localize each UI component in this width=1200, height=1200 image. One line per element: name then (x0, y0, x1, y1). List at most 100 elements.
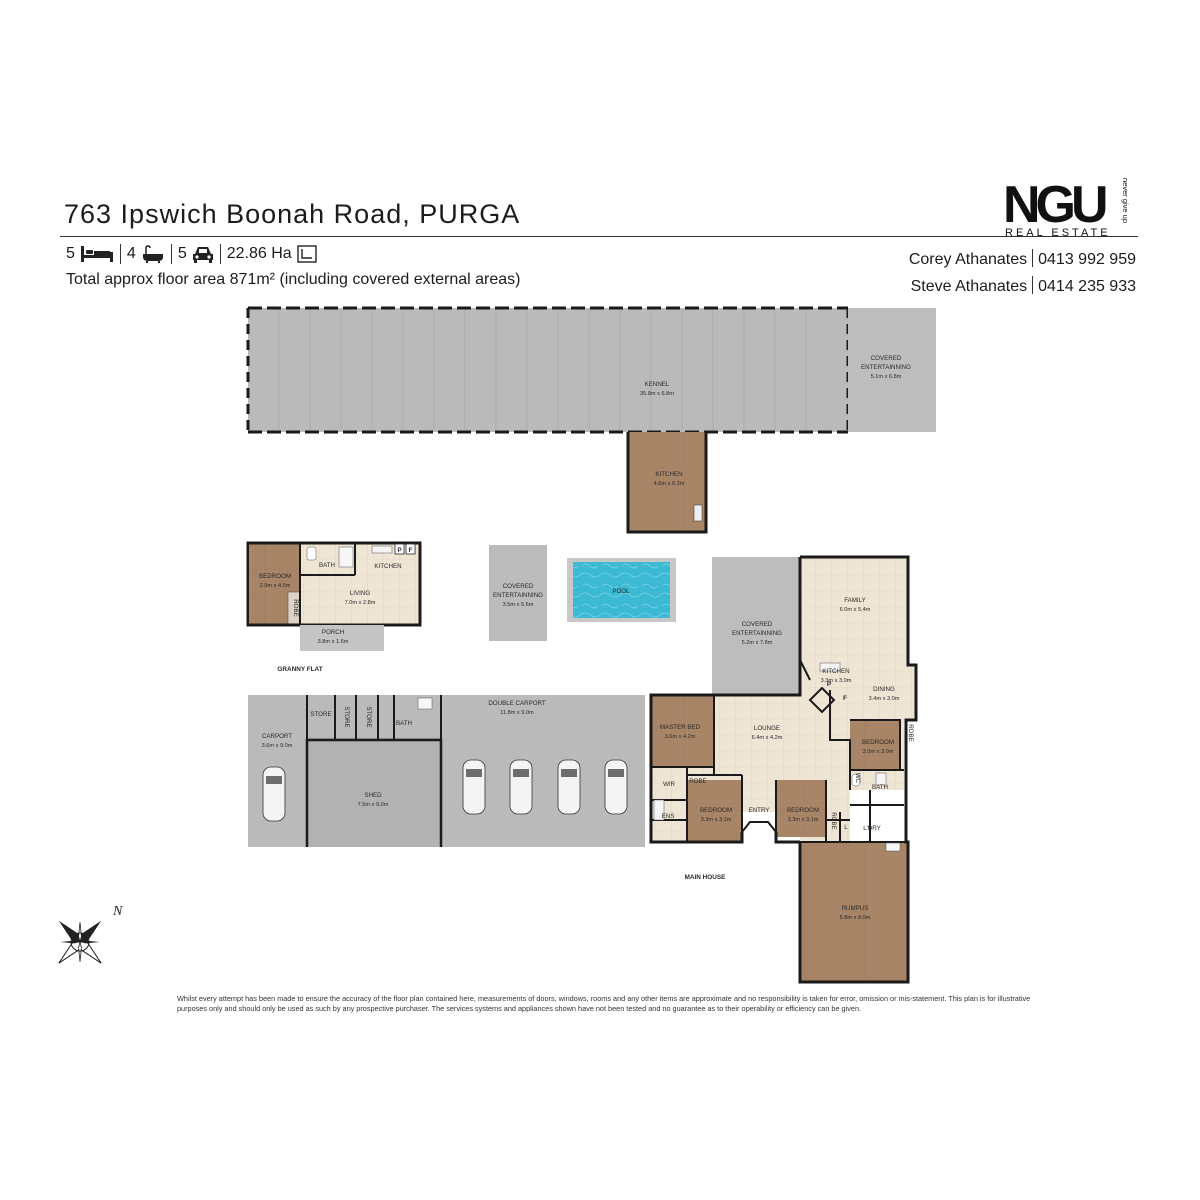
car-icon (509, 759, 533, 815)
logo-tagline: never give up (1121, 178, 1130, 223)
gf-kitchen-label: KITCHEN (374, 563, 401, 570)
gf-pantry-label: P (397, 547, 402, 554)
covered-entertaining-2: COVERED ENTERTAINNING 3.5m x 5.6m (489, 545, 547, 641)
covered-ent-2-label: COVERED (503, 583, 534, 590)
shed-bath-label: BATH (396, 720, 412, 727)
baths-count: 4 (126, 245, 136, 262)
rumpus-floor (800, 842, 908, 982)
property-stats: 5 4 5 22.86 Ha (66, 244, 317, 264)
beds-count: 5 (66, 245, 75, 262)
bedroom-2-label: BEDROOM (700, 807, 732, 814)
compass-north-label: N (112, 904, 123, 919)
car-windscreens (266, 769, 624, 784)
agent-2-name: Steve Athanates (910, 278, 1028, 295)
covered-ent-3-size: 5.2m x 7.8m (742, 640, 773, 646)
land-size: 22.86 Ha (226, 245, 292, 262)
header-divider (60, 236, 1138, 237)
bedroom-e-size: 3.0m x 3.0m (863, 749, 894, 755)
pool-label: POOL (612, 588, 630, 595)
covered-ent-3-label: COVERED (742, 621, 773, 628)
logo-text: NGU (1003, 176, 1106, 234)
gf-porch-label: PORCH (322, 629, 344, 636)
gf-living-label: LIVING (350, 590, 370, 597)
bed-icon (80, 246, 113, 262)
bedroom-2-size: 3.3m x 3.1m (701, 817, 732, 823)
master-bed-size: 3.6m x 4.2m (665, 734, 696, 740)
stats-separator (219, 244, 221, 264)
covered-ent-1-label2: ENTERTAINNING (861, 364, 911, 371)
covered-ent-1-label: COVERED (871, 355, 902, 362)
agent-1: Corey Athanates 0413 992 959 (909, 249, 1136, 269)
store-1-label: STORE (310, 711, 331, 718)
stats-separator (119, 244, 121, 264)
main-house: COVERED ENTERTAINNING 5.2m x 7.8m (649, 555, 918, 984)
entry-label: ENTRY (749, 807, 770, 814)
car-icon (462, 759, 486, 815)
gf-bedroom-size: 2.9m x 4.5m (260, 583, 291, 589)
family-label: FAMILY (844, 597, 866, 604)
bedroom-e-label: BEDROOM (862, 739, 894, 746)
main-house-label: MAIN HOUSE (685, 874, 727, 881)
gf-porch-size: 3.8m x 1.6m (318, 639, 349, 645)
shed-label: SHED (364, 792, 382, 799)
gf-bath-label: BATH (319, 562, 335, 569)
gf-fridge-label: F (409, 547, 413, 554)
land-area-icon (296, 245, 317, 263)
agent-1-name: Corey Athanates (908, 251, 1028, 268)
kennel-kitchen-label: KITCHEN (655, 471, 682, 478)
gf-bedroom-label: BEDROOM (259, 573, 291, 580)
dining-label: DINING (873, 686, 895, 693)
car-icon (192, 247, 213, 263)
master-bed-label: MASTER BED (660, 724, 701, 731)
logo-sub: REAL ESTATE (1005, 227, 1111, 238)
wir-label: WIR (663, 781, 676, 788)
gf-robe-label: ROBE (292, 599, 299, 617)
covered-ent-1-size: 5.1m x 6.8m (871, 374, 902, 380)
covered-ent-3-label2: ENTERTAINNING (732, 630, 782, 637)
property-address: 763 Ipswich Boonah Road, PURGA (64, 199, 521, 229)
covered-entertaining-3 (712, 557, 800, 695)
agent-2: Steve Athanates 0414 235 933 (911, 276, 1136, 296)
floor-area-note: Total approx floor area 871m² (including… (66, 271, 521, 288)
store-2-label: STORE (343, 706, 350, 727)
carport-label: CARPORT (262, 733, 292, 740)
kennel-building: KENNEL 35.8m x 6.8m (246, 306, 850, 434)
family-size: 6.0m x 5.4m (840, 607, 871, 613)
pool: POOL (567, 558, 676, 622)
double-carport-label: DOUBLE CARPORT (488, 700, 546, 707)
compass-icon (58, 920, 102, 964)
robe-m-label: ROBE (689, 778, 707, 785)
covered-ent-2-label2: ENTERTAINNING (493, 592, 543, 599)
car-icon (604, 759, 628, 815)
bedroom-2-floor (687, 780, 742, 842)
robe-e-label: ROBE (907, 724, 914, 742)
car-icon (262, 766, 286, 822)
dining-size: 3.4m x 3.0m (869, 696, 900, 702)
granny-flat: P F BEDROOM 2.9m x 4.5m ROBE BATH KITCHE… (246, 541, 422, 673)
bedroom-3-floor (776, 780, 826, 837)
kennel-floor (248, 308, 848, 432)
agent-1-phone[interactable]: 0413 992 959 (1038, 251, 1136, 268)
cars-count: 5 (177, 245, 187, 262)
agent-2-phone[interactable]: 0414 235 933 (1038, 278, 1136, 295)
agent-divider (1032, 276, 1034, 294)
bath-main-label: BATH (872, 784, 888, 791)
master-bed-floor (651, 695, 714, 767)
rumpus-size: 5.8m x 8.0m (840, 915, 871, 921)
kennel-kitchen-size: 4.6m x 6.2m (654, 481, 685, 487)
kennel-label: KENNEL (645, 381, 670, 388)
bedroom-e-floor (850, 720, 900, 770)
double-carport-size: 11.8m x 9.0m (500, 710, 534, 716)
rumpus-label: RUMPUS (842, 905, 869, 912)
kitchen-size: 3.3m x 3.0m (821, 678, 852, 684)
agent-divider (1032, 249, 1034, 267)
robe-3-label: ROBE (830, 812, 837, 830)
bedroom-3-label: BEDROOM (787, 807, 819, 814)
granny-flat-label: GRANNY FLAT (277, 666, 322, 673)
car-icon (557, 759, 581, 815)
kennel-size: 35.8m x 6.8m (640, 391, 674, 397)
lounge-label: LOUNGE (754, 725, 780, 732)
wc-label: WC (854, 773, 861, 784)
kitchen-fridge-label: F (843, 695, 847, 702)
